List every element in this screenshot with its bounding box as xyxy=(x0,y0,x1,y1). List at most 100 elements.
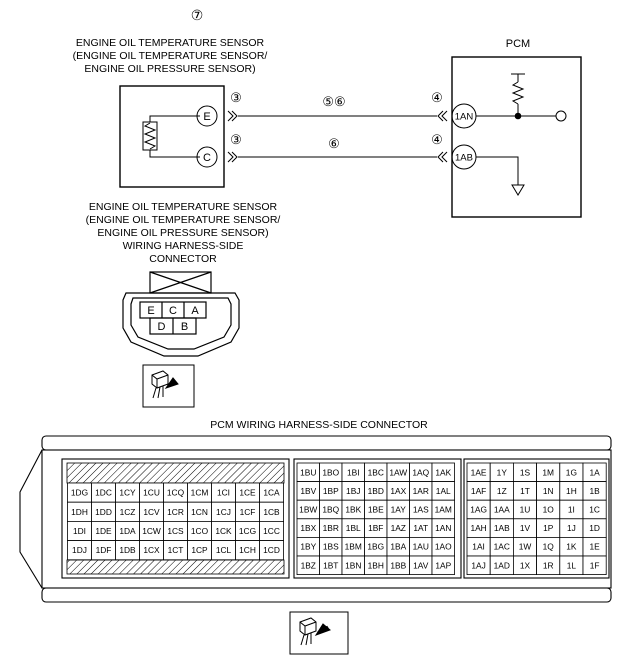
pcm-left-block-frame xyxy=(61,458,290,579)
sensor-connector-title-1: ENGINE OIL TEMPERATURE SENSOR xyxy=(89,201,278,213)
connector-pin-label: 1I xyxy=(568,505,575,515)
connector-pin-label: 1CD xyxy=(263,545,280,555)
connector-pin-label: 1DG xyxy=(71,488,88,498)
connector-pin-label: 1DJ xyxy=(72,545,87,555)
sensor-ref-number: ⑦ xyxy=(191,7,204,23)
connector-pin-label: 1B xyxy=(589,486,600,496)
connector-pin-label: 1M xyxy=(542,467,554,477)
connector-pin-label: 1X xyxy=(520,560,531,570)
connector-pin-label: 1Y xyxy=(497,467,508,477)
connector-pin-label: 1CQ xyxy=(167,488,185,498)
pcm-connector-chevron-icon xyxy=(437,110,448,122)
sensor-pin-e-circle xyxy=(196,105,218,127)
connector-pin-label: 1CB xyxy=(263,507,280,517)
connector-pin-label: 1AY xyxy=(391,505,407,515)
connector-pin-label: 1AO xyxy=(435,542,452,552)
connector-pin-label: 1AL xyxy=(436,486,451,496)
sensor-connector-pin-b: B xyxy=(181,321,188,333)
connector-pin-label: 1AB xyxy=(494,523,510,533)
connector-pin-label: 1P xyxy=(543,523,554,533)
connector-pin-label: 1DC xyxy=(95,488,112,498)
connector-pin-label: 1AN xyxy=(435,523,451,533)
connector-pin-label: 1U xyxy=(520,505,531,515)
connector-pin-label: 1C xyxy=(589,505,600,515)
connector-pin-label: 1AR xyxy=(413,486,429,496)
connector-pin-label: 1G xyxy=(566,467,577,477)
connector-pin-label: 1CI xyxy=(217,488,230,498)
connector-pin-label: 1V xyxy=(520,523,531,533)
sensor-connector-pin-a: A xyxy=(191,305,199,317)
connector-pin-label: 1F xyxy=(590,560,600,570)
connector-pin-label: 1BO xyxy=(322,467,339,477)
connector-pin-label: 1BR xyxy=(323,523,339,533)
sensor-title-line-3: ENGINE OIL PRESSURE SENSOR) xyxy=(84,63,255,75)
connector-pin-label: 1BB xyxy=(390,560,406,570)
connector-pin-label: 1H xyxy=(566,486,577,496)
connector-cavity xyxy=(582,555,607,576)
connector-pin-label: 1DD xyxy=(95,507,112,517)
connector-pin-label: 1BI xyxy=(347,467,360,477)
connector-pin-label: 1BU xyxy=(300,467,316,477)
pcm-connector-chevron-icon xyxy=(437,151,448,163)
connector-pin-label: 1DE xyxy=(95,526,112,536)
connector-pin-label: 1AF xyxy=(471,486,486,496)
connector-pin-label: 1AX xyxy=(390,486,406,496)
connector-pin-label: 1BF xyxy=(368,523,383,533)
connector-pin-label: 1CE xyxy=(239,488,256,498)
connector-pin-label: 1DI xyxy=(73,526,86,536)
connector-pin-label: 1BH xyxy=(368,560,384,570)
sensor-pin-c-ref: ③ xyxy=(230,132,242,147)
connector-pin-label: 1CF xyxy=(240,507,256,517)
connector-pin-label: 1S xyxy=(520,467,531,477)
pcm-internal-wire-1ab xyxy=(476,156,519,185)
latch-cross-2 xyxy=(149,271,212,294)
connector-pin-label: 1CN xyxy=(191,507,208,517)
connector-pin-label: 1AC xyxy=(494,542,510,552)
sensor-connector-title-4: WIRING HARNESS-SIDE xyxy=(123,240,244,252)
pcm-terminal-circle xyxy=(555,110,567,122)
connector-pin-label: 1AJ xyxy=(471,560,485,570)
connector-pin-label: 1DB xyxy=(119,545,136,555)
connector-pin-label: 1CM xyxy=(191,488,209,498)
sensor-connector-outline xyxy=(122,292,240,357)
connector-pin-label: 1AD xyxy=(494,560,510,570)
connector-pin-label: 1D xyxy=(589,523,600,533)
connector-pin-label: 1CJ xyxy=(216,507,231,517)
connector-pin-label: 1CP xyxy=(191,545,208,555)
connector-pin-label: 1CK xyxy=(215,526,232,536)
sensor-connector-chevron-icon xyxy=(227,110,238,122)
connector-cavity xyxy=(431,555,455,576)
pcm-connector-bottom-rail xyxy=(41,587,612,603)
connector-pin-label: 1N xyxy=(543,486,554,496)
sensor-connector-inner-outline xyxy=(130,297,232,350)
connector-pin-label: 1BV xyxy=(300,486,316,496)
connector-pin-label: 1AG xyxy=(470,505,487,515)
connector-pin-label: 1AV xyxy=(413,560,429,570)
connector-pin-label: 1AU xyxy=(413,542,429,552)
connector-cavity xyxy=(259,540,284,561)
connector-pin-label: 1BK xyxy=(345,505,361,515)
connector-pin-label: 1DF xyxy=(96,545,112,555)
pcm-pin-1an-label: 1AN xyxy=(455,112,474,123)
connector-pin-label: 1BW xyxy=(299,505,317,515)
connector-pin-label: 1CU xyxy=(143,488,160,498)
connector-pin-label: 1BJ xyxy=(346,486,360,496)
connector-pin-label: 1BQ xyxy=(322,505,339,515)
connector-pin-label: 1BD xyxy=(368,486,384,496)
connector-pin-label: 1AW xyxy=(389,467,407,477)
connector-pin-label: 1T xyxy=(520,486,530,496)
pcm-box xyxy=(451,56,582,218)
sensor-title-line-1: ENGINE OIL TEMPERATURE SENSOR xyxy=(76,37,265,49)
sensor-connector-title-2: (ENGINE OIL TEMPERATURE SENSOR/ xyxy=(86,214,281,226)
connector-pin-label: 1CV xyxy=(143,507,160,517)
pcm-right-block-frame xyxy=(463,458,610,579)
connector-pin-label: 1AH xyxy=(470,523,486,533)
sensor-resistor-body xyxy=(142,121,158,151)
connector-pin-label: 1DA xyxy=(119,526,136,536)
connector-pin-label: 1CX xyxy=(143,545,160,555)
sensor-pin-c-circle xyxy=(196,146,218,168)
connector-pin-label: 1K xyxy=(566,542,577,552)
connector-pin-label: 1L xyxy=(567,560,577,570)
